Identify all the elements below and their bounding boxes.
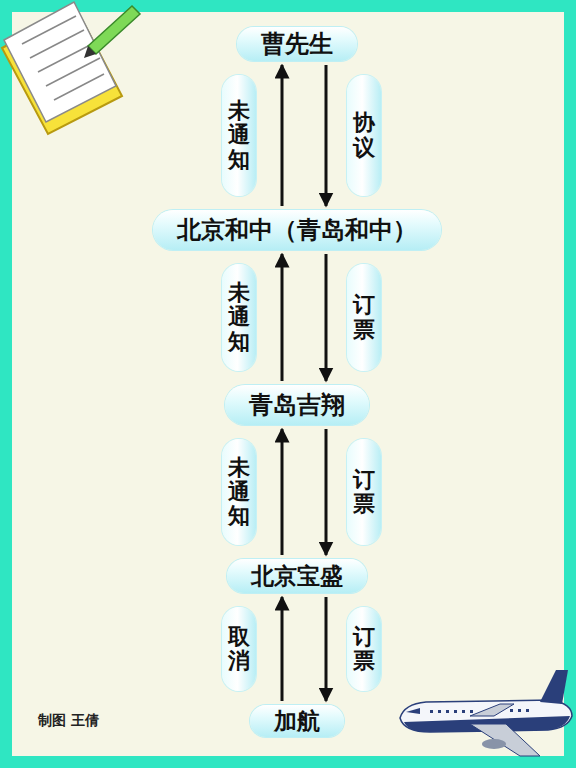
flow-arrow bbox=[281, 429, 284, 555]
edge-label: 订票 bbox=[353, 293, 375, 341]
edge-label: 订票 bbox=[353, 625, 375, 673]
credit-note: 制图 王倩 bbox=[38, 712, 99, 730]
edge-label-box: 订票 bbox=[347, 439, 381, 545]
edge-label-box: 取消 bbox=[222, 607, 256, 691]
flow-arrow bbox=[325, 254, 328, 381]
box-label: 青岛吉翔 bbox=[249, 393, 345, 417]
edge-label: 订票 bbox=[353, 468, 375, 516]
edge-label-box: 未通知 bbox=[222, 264, 256, 371]
edge-label: 未通知 bbox=[228, 281, 250, 354]
flow-arrow bbox=[281, 65, 284, 206]
edge-label-box: 未通知 bbox=[222, 439, 256, 545]
flow-arrow bbox=[325, 597, 328, 701]
airplane-illustration bbox=[400, 670, 572, 756]
flow-arrow bbox=[281, 597, 284, 701]
edge-label-box: 未通知 bbox=[222, 75, 256, 196]
flow-arrow bbox=[281, 254, 284, 381]
process-box: 加航 bbox=[250, 705, 344, 737]
notepad-icon bbox=[2, 2, 140, 134]
flow-arrow bbox=[325, 429, 328, 555]
box-label: 北京和中（青岛和中） bbox=[177, 218, 417, 242]
edge-label-box: 订票 bbox=[347, 607, 381, 691]
edge-label-box: 协议 bbox=[347, 75, 381, 196]
flow-arrow bbox=[325, 65, 328, 206]
edge-label: 协议 bbox=[353, 111, 375, 159]
edge-label-box: 订票 bbox=[347, 264, 381, 371]
process-box: 曹先生 bbox=[237, 27, 357, 61]
process-box: 北京宝盛 bbox=[227, 559, 367, 593]
process-box: 北京和中（青岛和中） bbox=[153, 210, 441, 250]
edge-label: 未通知 bbox=[228, 99, 250, 172]
box-label: 北京宝盛 bbox=[251, 565, 343, 588]
box-label: 加航 bbox=[274, 710, 320, 733]
edge-label: 取消 bbox=[228, 625, 250, 673]
edge-label: 未通知 bbox=[228, 456, 250, 529]
box-label: 曹先生 bbox=[261, 32, 333, 56]
process-box: 青岛吉翔 bbox=[225, 385, 369, 425]
background-panel bbox=[12, 12, 564, 756]
